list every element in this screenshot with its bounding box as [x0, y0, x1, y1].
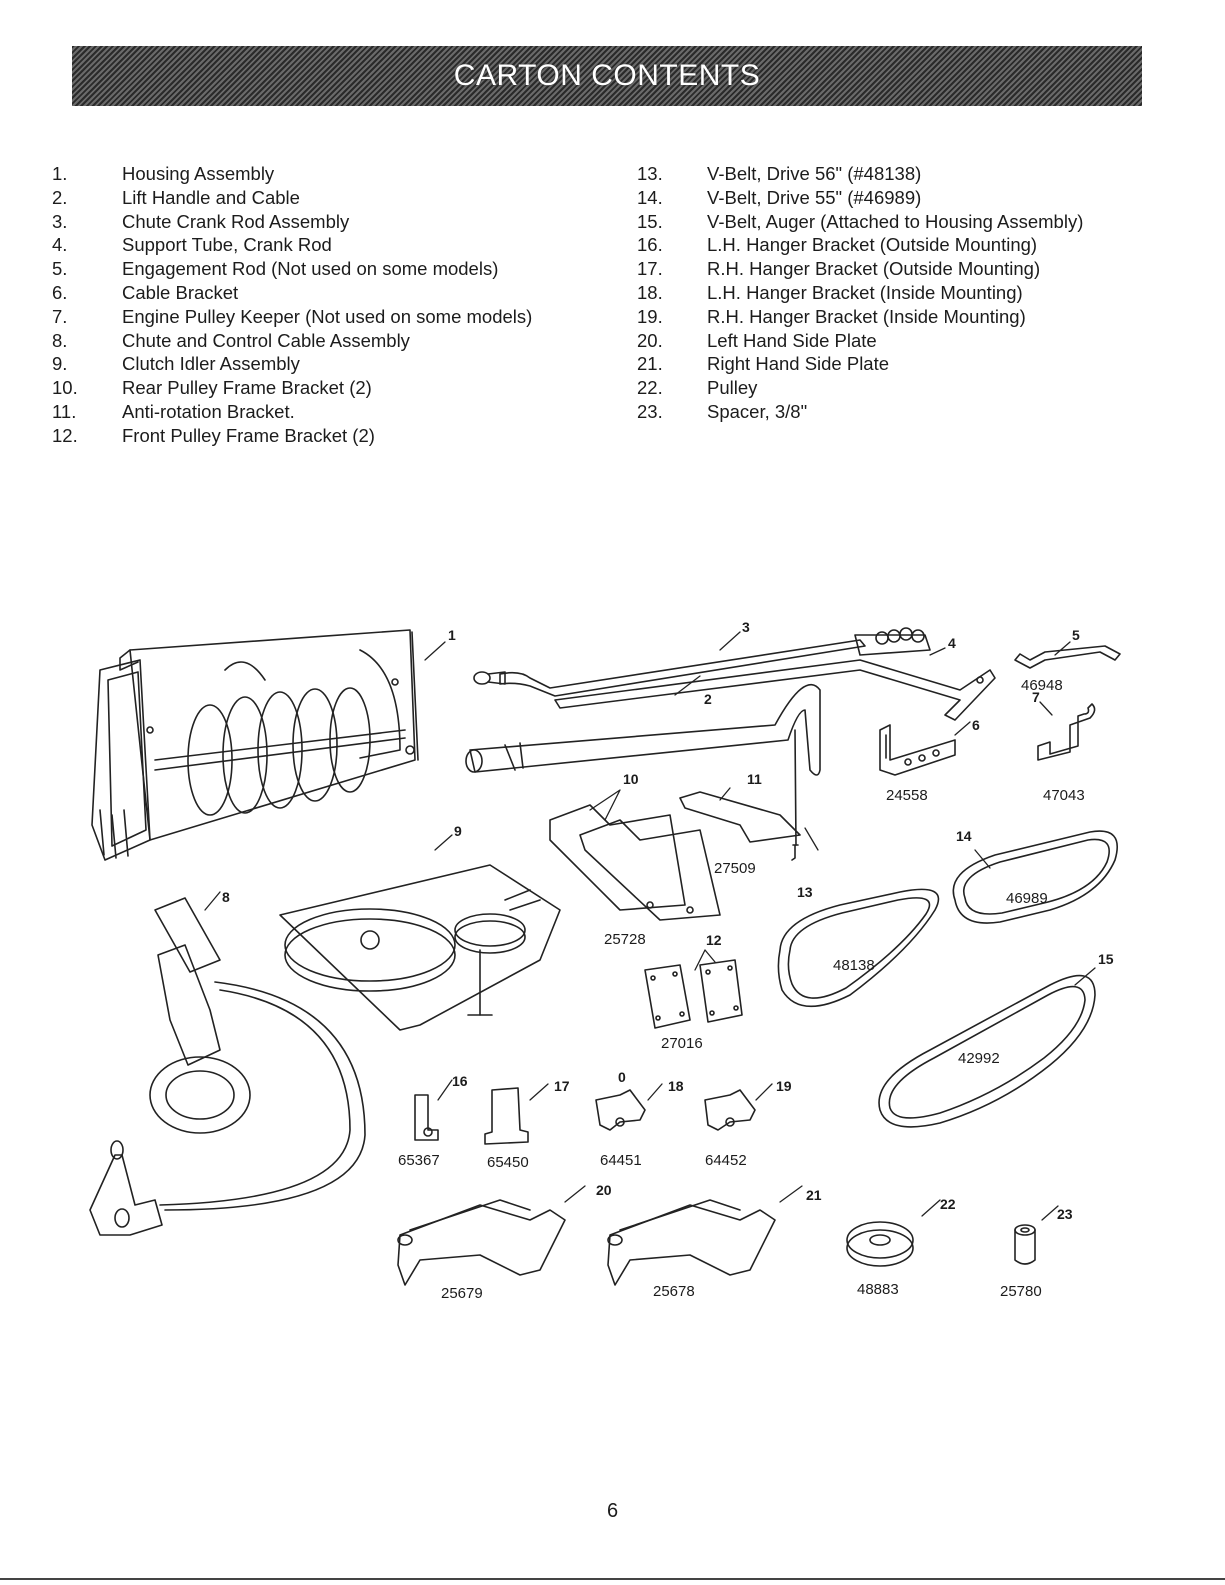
- list-item: 13.V-Belt, Drive 56" (#48138): [637, 163, 922, 184]
- callout-2: 2: [704, 691, 712, 707]
- part-number-23: 25780: [1000, 1283, 1042, 1300]
- part-number-11: 27509: [714, 860, 756, 877]
- callout-8: 8: [222, 889, 230, 905]
- section-header: CARTON CONTENTS: [72, 46, 1142, 106]
- callout-3: 3: [742, 619, 750, 635]
- callout-4: 4: [948, 635, 956, 651]
- part-number-21: 25678: [653, 1283, 695, 1300]
- callout-1: 1: [448, 627, 456, 643]
- anti-rotation-bracket-illustration: [679, 791, 801, 843]
- cable-bracket-illustration: [879, 724, 956, 776]
- list-item: 10.Rear Pulley Frame Bracket (2): [52, 377, 372, 399]
- part-number-22: 48883: [857, 1281, 899, 1298]
- lift-handle-illustration: [465, 684, 821, 861]
- part-number-5: 46948: [1021, 677, 1063, 694]
- callout-6: 6: [972, 717, 980, 733]
- callout-7: 7: [1032, 689, 1040, 705]
- list-item: 16.L.H. Hanger Bracket (Outside Mounting…: [637, 234, 1038, 256]
- list-item: 8.Chute and Control Cable Assembly: [52, 329, 410, 351]
- list-item: 3.Chute Crank Rod Assembly: [52, 210, 350, 232]
- list-item: 20.Left Hand Side Plate: [637, 329, 877, 351]
- contents-list-right: 13.V-Belt, Drive 56" (#48138) 14.V-Belt,…: [637, 162, 1083, 424]
- part-number-16: 65367: [398, 1152, 440, 1169]
- callout-15: 15: [1098, 951, 1114, 967]
- list-item: 23.Spacer, 3/8": [637, 400, 808, 422]
- list-item: 22.Pulley: [637, 377, 758, 399]
- part-number-20: 25679: [441, 1285, 483, 1302]
- callout-10: 10: [623, 771, 639, 787]
- callout-21: 21: [806, 1187, 822, 1203]
- part-number-15: 42992: [958, 1050, 1000, 1067]
- engagement-rod-illustration: [1014, 645, 1121, 669]
- list-item: 12.Front Pulley Frame Bracket (2): [52, 424, 375, 446]
- part-number-18: 64451: [600, 1152, 642, 1169]
- callout-19: 19: [776, 1078, 792, 1094]
- leader-lines: [204, 631, 1096, 1221]
- callout-12: 12: [706, 932, 722, 948]
- stray-mark: 0: [618, 1069, 626, 1085]
- housing-assembly-illustration: [91, 629, 419, 861]
- callout-9: 9: [454, 823, 462, 839]
- list-item: 18.L.H. Hanger Bracket (Inside Mounting): [637, 281, 1023, 303]
- section-title: CARTON CONTENTS: [453, 59, 761, 92]
- part-number-7: 47043: [1043, 787, 1085, 804]
- part-number-12: 27016: [661, 1035, 703, 1052]
- callout-18: 18: [668, 1078, 684, 1094]
- callout-13: 13: [797, 884, 813, 900]
- list-item: 7.Engine Pulley Keeper (Not used on some…: [52, 305, 533, 327]
- part-number-13: 48138: [833, 957, 875, 974]
- chute-crank-rod-illustration: [473, 627, 996, 721]
- pulley-illustration: [846, 1221, 914, 1267]
- contents-list-left: 1.Housing Assembly 2.Lift Handle and Cab…: [52, 162, 532, 448]
- v-belt-illustrations: [777, 830, 1118, 1128]
- side-plate-illustrations: [397, 1199, 776, 1286]
- clutch-idler-illustration: [279, 864, 561, 1031]
- list-item: 14.V-Belt, Drive 55" (#46989): [637, 186, 922, 208]
- list-item: 21.Right Hand Side Plate: [637, 353, 890, 375]
- callout-11: 11: [747, 771, 762, 787]
- bottom-rule: [0, 1578, 1225, 1580]
- list-item: 2.Lift Handle and Cable: [52, 186, 300, 208]
- parts-diagram: 1 2 3 4 5 6 7 8 9 10 11 12 13 14 15 16 1…: [89, 619, 1121, 1302]
- part-number-17: 65450: [487, 1154, 529, 1171]
- front-pulley-bracket-illustration: [644, 959, 743, 1029]
- part-numbers: 46948 24558 47043 27509 25728 27016 4813…: [398, 677, 1085, 1302]
- list-item: 9.Clutch Idler Assembly: [52, 353, 300, 375]
- callout-5: 5: [1072, 627, 1080, 643]
- part-number-6: 24558: [886, 787, 928, 804]
- list-item: 15.V-Belt, Auger (Attached to Housing As…: [637, 210, 1084, 232]
- chute-assembly-illustration: [89, 897, 366, 1236]
- callout-16: 16: [452, 1073, 468, 1089]
- list-item: 4.Support Tube, Crank Rod: [52, 234, 332, 256]
- rear-pulley-bracket-illustration: [549, 804, 721, 921]
- callout-14: 14: [956, 828, 972, 844]
- list-item: 1.Housing Assembly: [52, 163, 275, 184]
- engine-pulley-keeper-illustration: [1037, 703, 1096, 761]
- callout-22: 22: [940, 1196, 956, 1212]
- callout-17: 17: [554, 1078, 570, 1094]
- hanger-bracket-illustrations: [414, 1087, 756, 1145]
- list-item: 17.R.H. Hanger Bracket (Outside Mounting…: [637, 258, 1041, 280]
- list-item: 5.Engagement Rod (Not used on some model…: [52, 258, 499, 280]
- page-number: 6: [606, 1500, 619, 1522]
- part-number-14: 46989: [1006, 890, 1048, 907]
- callout-20: 20: [596, 1182, 612, 1198]
- list-item: 6.Cable Bracket: [52, 281, 239, 303]
- part-number-10: 25728: [604, 931, 646, 948]
- callout-numbers: 1 2 3 4 5 6 7 8 9 10 11 12 13 14 15 16 1…: [222, 619, 1114, 1222]
- list-item: 19.R.H. Hanger Bracket (Inside Mounting): [637, 305, 1026, 327]
- list-item: 11.Anti-rotation Bracket.: [52, 400, 295, 422]
- spacer-illustration: [1014, 1224, 1036, 1265]
- part-number-19: 64452: [705, 1152, 747, 1169]
- callout-23: 23: [1057, 1206, 1073, 1222]
